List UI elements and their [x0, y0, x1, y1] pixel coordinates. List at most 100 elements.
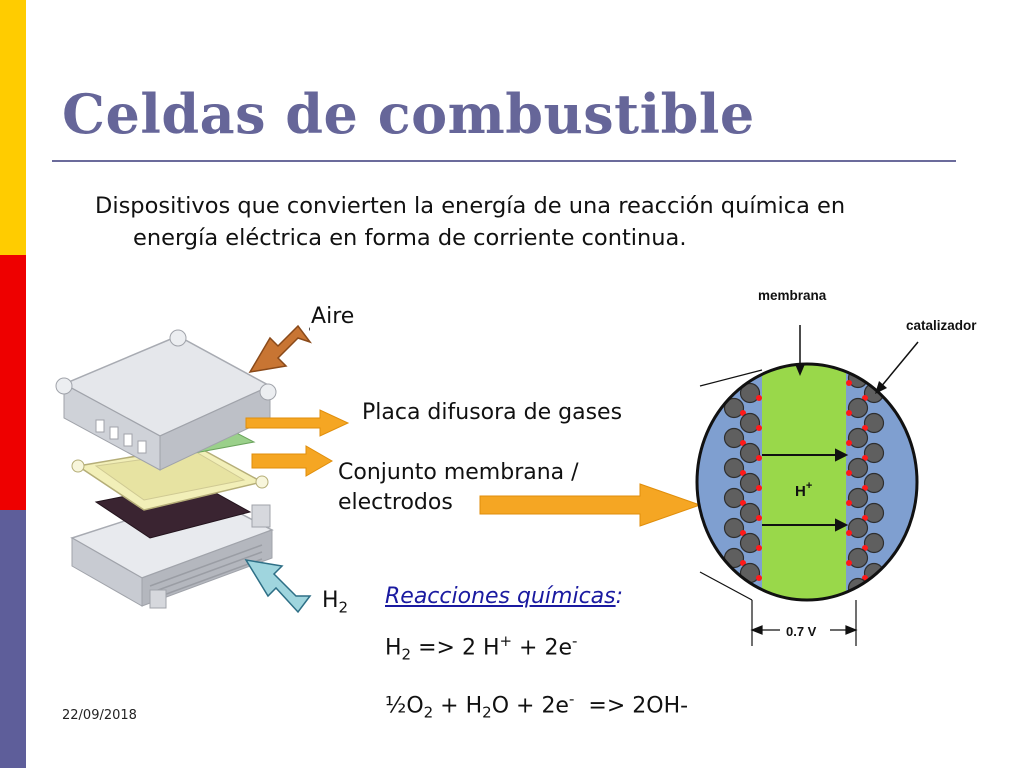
catalyst-pointer — [875, 341, 919, 394]
catalyst-bead — [723, 457, 745, 479]
catalyst-bead — [739, 442, 761, 464]
hydrogen-label-sub: 2 — [338, 598, 349, 617]
catalyst-bead — [739, 412, 761, 434]
catalyst-bead — [739, 472, 761, 494]
catalyst-bead — [847, 487, 869, 509]
voltage-dimension — [750, 600, 858, 646]
catalyst-dot — [846, 410, 852, 416]
catalyst-dot — [846, 530, 852, 536]
catalyst-bead — [847, 397, 869, 419]
catalyst-dot — [862, 605, 868, 611]
eq2-part-a: ½O — [385, 693, 424, 719]
placa-arrow — [245, 409, 350, 437]
proton-flow-arrows — [762, 448, 849, 532]
catalyst-bead — [847, 517, 869, 539]
catalyst-bead — [723, 367, 745, 389]
catalyst-dot — [756, 395, 762, 401]
catalyst-dot — [862, 545, 868, 551]
intro-line-1: Dispositivos que convierten la energía d… — [95, 193, 846, 219]
hydrogen-label-text: H — [322, 588, 339, 613]
catalyst-dot — [740, 500, 746, 506]
reactions-block: Reacciones químicas: H 2 => 2 H+ + 2e - ½O… — [385, 575, 688, 734]
eq2-part-c: O + 2e — [491, 693, 569, 719]
catalyst-bead — [723, 487, 745, 509]
catalyst-dot — [756, 455, 762, 461]
hydrogen-inlet-arrow — [244, 558, 312, 614]
membrane-pointer — [795, 325, 805, 376]
catalyst-bead — [863, 592, 885, 600]
right-electrode-beads — [846, 367, 885, 611]
catalyst-bead — [739, 382, 761, 404]
catalyst-dot — [740, 440, 746, 446]
intro-text: Dispositivos que convierten la energía d… — [95, 190, 975, 254]
catalyst-bead — [863, 412, 885, 434]
catalyst-dot — [756, 605, 762, 611]
catalyst-dot — [740, 530, 746, 536]
aire-label: ˌAire — [308, 304, 355, 332]
accent-stripe-yellow — [0, 0, 26, 255]
air-inlet-arrow — [248, 324, 313, 374]
accent-stripe-red — [0, 255, 26, 510]
catalyst-dot — [756, 425, 762, 431]
eq2-part-d: => 2OH- — [574, 693, 689, 719]
hydrogen-label: H2 — [322, 588, 348, 616]
catalizador-label: catalizador — [906, 318, 977, 333]
voltage-label: 0.7 V — [786, 624, 817, 639]
eq2-sup-c: - — [568, 689, 575, 708]
catalyst-bead — [723, 397, 745, 419]
intro-line-2: energía eléctrica en forma de corriente … — [133, 225, 687, 251]
reactions-heading: Reacciones químicas: — [385, 575, 688, 619]
title-divider — [52, 160, 956, 162]
catalyst-dot — [846, 380, 852, 386]
catalyst-bead — [739, 592, 761, 600]
aire-label-text: Aire — [311, 304, 355, 329]
catalyst-dot — [846, 440, 852, 446]
catalyst-dot — [846, 500, 852, 506]
eq2-sub-b: 2 — [482, 703, 492, 722]
membrana-label: membrana — [758, 288, 827, 303]
catalyst-dot — [862, 485, 868, 491]
conjunto-label: Conjunto membrana / electrodos — [338, 458, 579, 518]
catalyst-bead — [723, 577, 745, 599]
conjunto-arrow — [251, 445, 334, 477]
eq1-part-b: => 2 H — [411, 635, 500, 661]
catalyst-bead — [863, 532, 885, 554]
eq1-part-a: H — [385, 635, 402, 661]
fuel-cell-stack-illustration — [55, 329, 277, 609]
catalyst-bead — [739, 532, 761, 554]
catalyst-bead — [847, 427, 869, 449]
catalyst-dot — [862, 425, 868, 431]
catalyst-dot — [756, 575, 762, 581]
catalyst-dot — [846, 470, 852, 476]
catalyst-dot — [740, 560, 746, 566]
reactions-heading-colon: : — [615, 584, 624, 609]
catalyst-dot — [756, 515, 762, 521]
reaction-equation-1: H2 => 2 H+ + 2e- — [385, 619, 688, 677]
reactions-heading-text: Reacciones químicas — [385, 584, 616, 609]
eq2-sub-a: 2 — [423, 703, 434, 722]
catalyst-dot — [862, 455, 868, 461]
slide-date: 22/09/2018 — [62, 708, 137, 723]
slide-title: Celdas de combustible — [62, 82, 755, 146]
catalyst-dot — [862, 515, 868, 521]
cell-cross-section: H+ — [695, 362, 919, 611]
catalyst-bead — [723, 427, 745, 449]
catalyst-bead — [847, 457, 869, 479]
catalyst-dot — [756, 485, 762, 491]
catalyst-dot — [862, 395, 868, 401]
accent-stripe-purple — [0, 510, 26, 768]
catalyst-bead — [863, 472, 885, 494]
eq1-part-c: + 2e — [512, 635, 573, 661]
eq1-sup-b: + — [499, 632, 513, 650]
catalyst-bead — [847, 547, 869, 569]
conjunto-label-line-1: Conjunto membrana / — [338, 460, 579, 485]
catalyst-dot — [846, 560, 852, 566]
catalyst-bead — [739, 502, 761, 524]
catalyst-bead — [863, 502, 885, 524]
placa-label: Placa difusora de gases — [362, 400, 623, 425]
proton-label: H+ — [795, 480, 812, 500]
catalyst-dot — [756, 545, 762, 551]
top-end-plate — [55, 329, 277, 471]
reaction-equation-2: ½O2 + H2O + 2e- => 2OH- — [385, 677, 688, 735]
